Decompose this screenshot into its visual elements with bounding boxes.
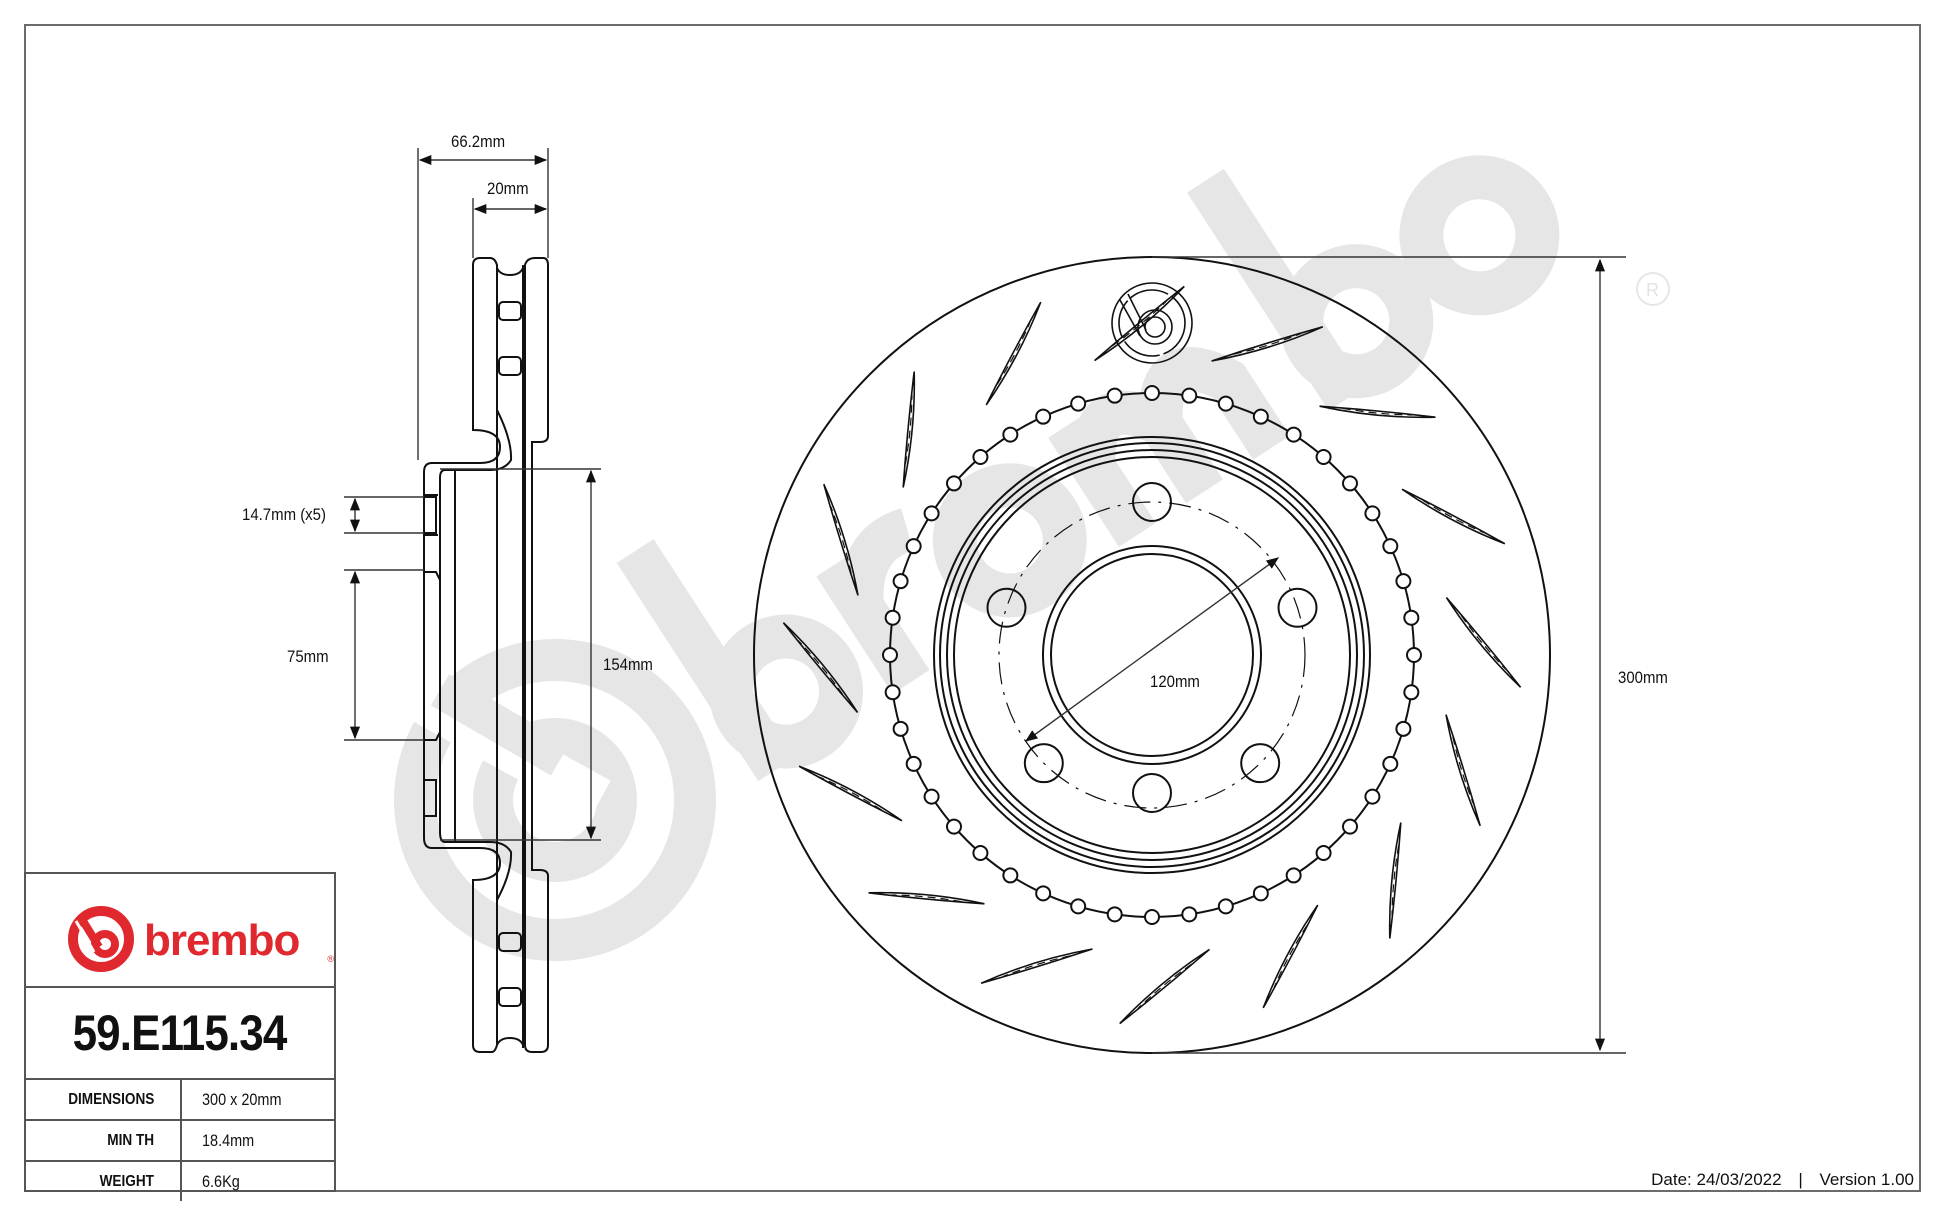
bolt-hole [1023, 743, 1064, 784]
disc-slot [1319, 405, 1436, 419]
disc-slots [782, 285, 1522, 1025]
bolt-hole [1132, 482, 1172, 522]
dim-pcd: 120mm [1150, 672, 1200, 691]
disc-slot [1211, 326, 1324, 362]
footer-separator: | [1798, 1170, 1803, 1189]
spec-row-weight: WEIGHT 6.6Kg [26, 1162, 334, 1201]
disc-slot [1119, 948, 1210, 1025]
dim-thickness: 20mm [487, 179, 529, 198]
disc-slot [798, 765, 903, 822]
brand-wordmark: brembo [144, 916, 299, 965]
side-view-dimensions [344, 148, 601, 841]
disc-slot [980, 948, 1093, 984]
spec-row-dimensions: DIMENSIONS 300 x 20mm [26, 1080, 334, 1121]
bolt-hole [1132, 773, 1172, 813]
spec-label: MIN TH [107, 1131, 154, 1149]
part-number: 59.E115.34 [26, 988, 334, 1080]
disc-slot [823, 483, 859, 596]
disc-slot [902, 371, 916, 488]
disc-slot [1445, 597, 1522, 688]
brembo-logo-icon: brembo ® [68, 906, 334, 972]
dim-disc-diameter: 300mm [1618, 668, 1668, 687]
footer-meta: Date: 24/03/2022 | Version 1.00 [1651, 1170, 1914, 1190]
dim-overall-height: 66.2mm [451, 132, 506, 151]
drawing-frame [24, 24, 1921, 1192]
brembo-watermark: R [394, 155, 1670, 961]
dim-bolt-hole: 14.7mm (x5) [242, 505, 326, 524]
scallops [882, 385, 1422, 925]
disc-slot [782, 622, 859, 713]
bolt-holes [986, 482, 1318, 813]
side-view-profile [423, 257, 549, 1053]
disc-slot [1262, 904, 1319, 1009]
disc-slot [1445, 714, 1481, 827]
svg-text:®: ® [327, 954, 334, 964]
dim-hat-diameter: 154mm [603, 655, 653, 674]
registered-mark-watermark: R [1636, 272, 1670, 306]
spec-label: DIMENSIONS [67, 1090, 154, 1108]
scalloped-ring [889, 392, 1415, 918]
front-view-dimensions [1024, 256, 1626, 1054]
bolt-hole [1240, 743, 1281, 784]
disc-slot [868, 891, 985, 905]
spec-value: 6.6Kg [202, 1171, 240, 1191]
spec-row-min-th: MIN TH 18.4mm [26, 1121, 334, 1162]
spec-label: WEIGHT [99, 1172, 154, 1190]
disc-slot [1094, 285, 1185, 362]
dim-center-bore: 75mm [287, 647, 329, 666]
disc-slot [1388, 822, 1402, 939]
disc-embossed-logo [1111, 282, 1193, 364]
title-block: brembo ® 59.E115.34 DIMENSIONS 300 x 20m… [24, 872, 336, 1201]
version-label: Version 1.00 [1819, 1170, 1914, 1189]
disc-slot [1401, 488, 1506, 545]
spec-value: 18.4mm [202, 1130, 255, 1150]
spec-value: 300 x 20mm [202, 1089, 282, 1109]
brand-logo: brembo ® [26, 874, 334, 988]
svg-text:R: R [1646, 280, 1659, 300]
date-label: Date: 24/03/2022 [1651, 1170, 1782, 1189]
disc-slot [985, 301, 1042, 406]
